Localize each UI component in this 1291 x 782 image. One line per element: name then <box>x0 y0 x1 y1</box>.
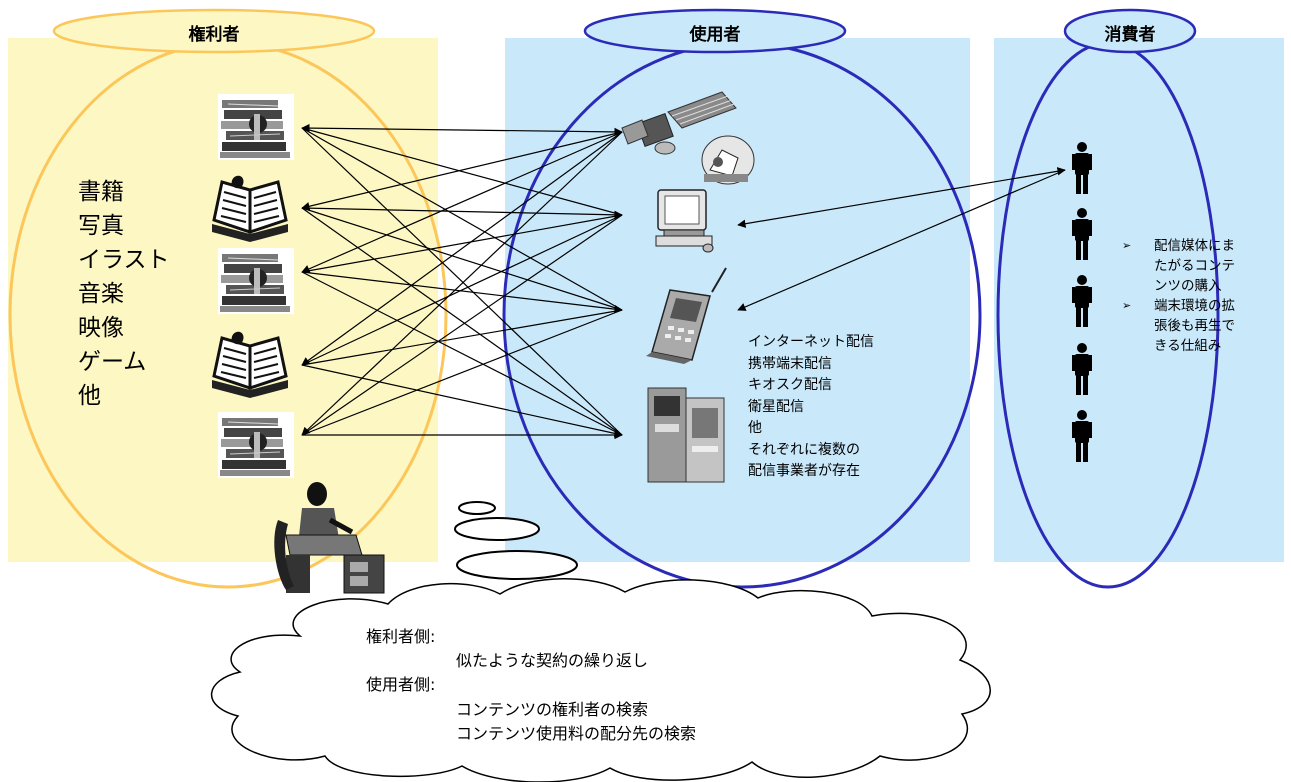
consumer-note: ➢ 配信媒体にま たがるコンテ ンツの購入 <box>1122 236 1235 296</box>
rights-holders-header: 権利者 <box>188 25 240 45</box>
consumers-panel <box>994 38 1284 562</box>
channel-item: インターネット配信 <box>748 334 874 350</box>
note-line: ンツの購入 <box>1154 278 1222 294</box>
user-side-label: 使用者側: <box>366 675 436 694</box>
issues-cloud <box>210 578 991 782</box>
kiosk-icon <box>647 387 725 483</box>
consumer-note: ➢ 端末環境の拡 張後も再生で きる仕組み <box>1122 296 1235 356</box>
user-side-issue: コンテンツ使用料の配分先の検索 <box>456 724 697 743</box>
bullet-arrow-icon: ➢ <box>1122 299 1132 312</box>
books-icon <box>217 93 295 161</box>
bullet-arrow-icon: ➢ <box>1122 239 1132 252</box>
satellite-icon <box>621 91 755 185</box>
person-at-desk-icon <box>274 482 385 594</box>
users-header: 使用者 <box>689 25 741 45</box>
rights-holders-header-pill <box>52 8 376 54</box>
content-types-list: 書籍 写真 イラスト 音楽 映像 ゲーム 他 <box>78 175 170 413</box>
content-type-item: 写真 <box>78 213 124 239</box>
person-icon <box>1072 208 1092 260</box>
consumers-header-pill <box>1063 8 1197 54</box>
person-icon <box>1072 410 1092 462</box>
channel-item: 配信事業者が存在 <box>748 463 860 479</box>
content-type-item: 書籍 <box>78 179 124 205</box>
open-book-icon <box>210 330 290 400</box>
rights-side-label: 権利者側: <box>366 627 436 646</box>
many-to-many-connections <box>301 123 1066 440</box>
open-book-icon <box>210 174 290 244</box>
mobile-phone-icon <box>646 267 727 364</box>
note-line: 張後も再生で <box>1154 318 1235 334</box>
consumers-header: 消費者 <box>1104 25 1156 45</box>
thought-bubble-medium <box>454 517 540 541</box>
content-type-item: 音楽 <box>78 281 124 307</box>
thought-bubble-small <box>458 501 496 515</box>
computer-icon <box>655 189 714 253</box>
content-type-item: イラスト <box>78 247 170 273</box>
note-line: きる仕組み <box>1154 338 1222 354</box>
channel-item: 携帯端末配信 <box>748 355 832 372</box>
person-icon <box>1072 343 1092 395</box>
channel-item: 衛星配信 <box>748 398 804 415</box>
user-side-issue: コンテンツの権利者の検索 <box>456 700 649 719</box>
rights-side-issue: 似たような契約の繰り返し <box>456 651 649 670</box>
person-icon <box>1072 275 1092 327</box>
content-type-item: 他 <box>78 383 101 409</box>
consumer-notes: ➢ 配信媒体にま たがるコンテ ンツの購入 ➢ 端末環境の拡 張後も再生で きる… <box>1122 236 1235 356</box>
note-line: 配信媒体にま <box>1154 238 1235 254</box>
books-icon <box>217 411 295 479</box>
thought-bubble-large <box>456 550 578 580</box>
channel-item: キオスク配信 <box>748 377 832 393</box>
person-icon <box>1072 142 1092 194</box>
books-icon <box>217 247 295 315</box>
channel-item: 他 <box>748 420 762 436</box>
content-type-item: 映像 <box>78 315 124 341</box>
note-line: 端末環境の拡 <box>1154 298 1235 314</box>
users-ellipse <box>502 41 982 589</box>
distribution-channels-list: インターネット配信 携帯端末配信 キオスク配信 衛星配信 他 それぞれに複数の … <box>748 332 874 483</box>
users-header-pill <box>583 8 847 54</box>
channel-item: それぞれに複数の <box>748 441 860 458</box>
note-line: たがるコンテ <box>1154 258 1235 274</box>
content-type-item: ゲーム <box>78 349 147 375</box>
